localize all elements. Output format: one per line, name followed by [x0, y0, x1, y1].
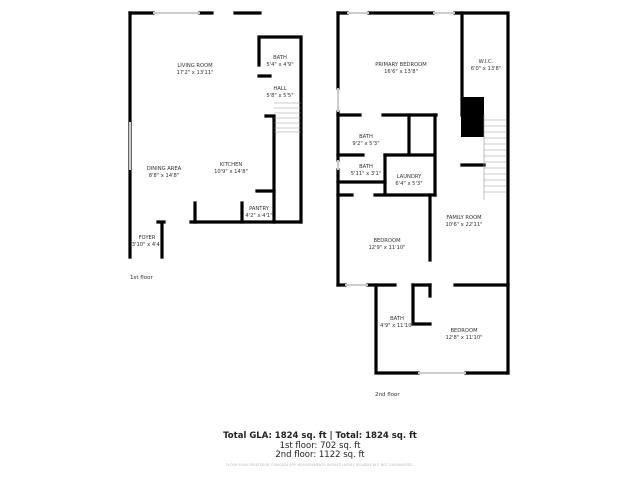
floor1-label: 1st floor	[130, 275, 153, 281]
floor1-walls	[128, 11, 303, 259]
floor1-stairs	[274, 102, 301, 133]
floor2-stairs	[483, 115, 506, 200]
floor1-windows	[129, 12, 200, 170]
floor2-area: 2nd floor: 1122 sq. ft	[275, 450, 365, 460]
disclaimer: FLOOR PLAN CREATED BY CUBICASA APP. MEAS…	[226, 463, 414, 467]
floor2-label: 2nd floor	[375, 392, 400, 398]
chimney-block	[461, 97, 484, 137]
total-area: Total GLA: 1824 sq. ft | Total: 1824 sq.…	[223, 431, 417, 441]
floor2-walls	[336, 11, 510, 375]
floor1-area: 1st floor: 702 sq. ft	[279, 441, 361, 451]
room-label: W.I.C.6'0" x 13'8"	[470, 59, 502, 72]
floor2-windows	[337, 12, 466, 374]
